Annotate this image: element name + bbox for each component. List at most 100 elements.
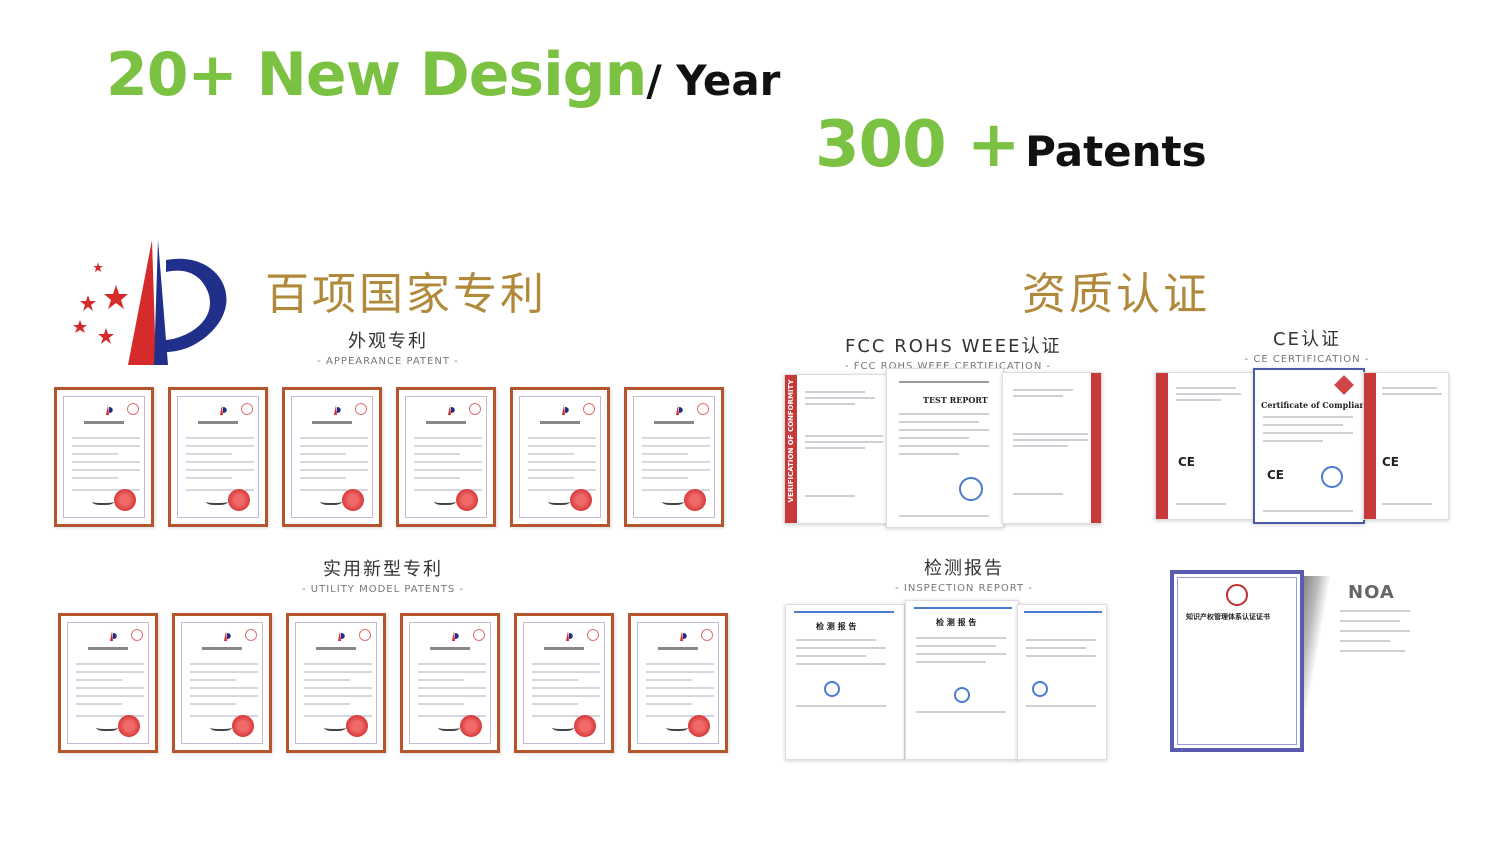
signature-mark <box>320 497 342 505</box>
national-emblem-icon <box>334 405 341 415</box>
appearance-patent-certificates <box>54 387 724 527</box>
signature-mark <box>210 723 232 731</box>
headline-new-design: 20+ New Design/ Year <box>106 40 780 110</box>
ce-documents: CE Certificate of Compliance CE CE <box>1155 366 1450 526</box>
corner-stamp-icon <box>355 403 367 415</box>
national-emblem-icon <box>452 631 459 641</box>
fcc-heading: FCC ROHS WEEE认证 - FCC ROHS WEEE CERTIFIC… <box>845 332 1062 372</box>
inspection-report-2: 检 测 报 告 <box>905 600 1019 760</box>
ce-mark-icon-3: CE <box>1382 455 1400 469</box>
red-seal-icon <box>688 715 710 737</box>
certification-section-title: 资质认证 <box>1022 269 1210 320</box>
headline-patents: 300 + Patents <box>815 108 1207 182</box>
corner-stamp-icon <box>241 403 253 415</box>
inspection-documents: 检 测 报 告 检 测 报 告 <box>785 600 1107 764</box>
corner-stamp-icon <box>701 629 713 641</box>
patents-suffix: Patents <box>1025 127 1207 176</box>
inspection-report-1: 检 测 报 告 <box>785 604 905 760</box>
patent-certificate <box>514 613 614 753</box>
patent-certificate <box>628 613 728 753</box>
fcc-test-report-doc: TEST REPORT <box>886 368 1004 528</box>
fcc-zh: FCC ROHS WEEE认证 <box>845 336 1062 357</box>
inspection-cnas-icon <box>824 681 840 697</box>
patent-certificate <box>54 387 154 527</box>
corner-stamp-icon <box>127 403 139 415</box>
national-emblem-icon <box>676 405 683 415</box>
inspection-zh: 检测报告 <box>924 558 1004 579</box>
national-emblem-icon <box>566 631 573 641</box>
fcc-verification-doc-2 <box>1002 372 1102 524</box>
signature-mark <box>434 497 456 505</box>
verification-band-text: VERIFICATION OF CONFORMITY <box>787 379 795 503</box>
appearance-patent-heading: 外观专利 - APPEARANCE PATENT - <box>288 327 488 367</box>
red-seal-icon <box>570 489 592 511</box>
new-design-suffix: / Year <box>646 56 781 105</box>
national-emblem-icon <box>220 405 227 415</box>
corner-stamp-icon <box>473 629 485 641</box>
patent-certificate <box>282 387 382 527</box>
ce-en: - CE CERTIFICATION - <box>1244 354 1370 365</box>
ce-verification-doc: CE <box>1155 372 1255 520</box>
red-seal-icon <box>342 489 364 511</box>
compliance-title: Certificate of Compliance <box>1261 400 1365 410</box>
patents-highlight: 300 + <box>815 108 1020 182</box>
iso-logo-icon <box>1226 584 1248 606</box>
ce-verification-doc-2: CE <box>1363 372 1449 520</box>
fcc-en: - FCC ROHS WEEE CERTIFICATION - <box>845 361 1052 372</box>
ce-mark-icon: CE <box>1178 455 1196 469</box>
national-emblem-icon <box>680 631 687 641</box>
utility-patent-en: - UTILITY MODEL PATENTS - <box>302 584 464 595</box>
utility-patent-zh: 实用新型专利 <box>323 559 443 580</box>
patent-certificate <box>172 613 272 753</box>
red-seal-icon <box>228 489 250 511</box>
appearance-patent-en: - APPEARANCE PATENT - <box>317 356 459 367</box>
corner-stamp-icon <box>245 629 257 641</box>
compliance-logo-icon <box>1334 375 1354 395</box>
inspection-report-3 <box>1017 604 1107 760</box>
patent-office-logo-icon <box>73 240 227 365</box>
signature-mark <box>206 497 228 505</box>
utility-patent-certificates <box>58 613 728 753</box>
national-emblem-icon <box>338 631 345 641</box>
patent-certificate <box>58 613 158 753</box>
inspection-cnas-icon-2 <box>954 687 970 703</box>
national-emblem-icon <box>110 631 117 641</box>
signature-mark <box>438 723 460 731</box>
ce-seal-icon <box>1321 466 1343 488</box>
corner-stamp-icon <box>697 403 709 415</box>
corner-stamp-icon <box>587 629 599 641</box>
fcc-documents: VERIFICATION OF CONFORMITY TEST REPORT <box>784 368 1104 528</box>
management-system-certificates: NOA 知识产权管理体系认证证书 <box>1170 570 1430 752</box>
patent-certificate <box>510 387 610 527</box>
new-design-highlight: 20+ New Design <box>106 40 647 110</box>
patent-certificate <box>396 387 496 527</box>
fcc-verification-doc: VERIFICATION OF CONFORMITY <box>784 374 889 524</box>
ce-mark-icon-2: CE <box>1267 468 1285 482</box>
patent-certificate <box>168 387 268 527</box>
inspection-heading: 检测报告 - INSPECTION REPORT - <box>864 554 1064 594</box>
ce-compliance-doc: Certificate of Compliance CE <box>1253 368 1365 524</box>
signature-mark <box>662 497 684 505</box>
red-seal-icon <box>574 715 596 737</box>
national-emblem-icon <box>106 405 113 415</box>
appearance-patent-zh: 外观专利 <box>348 331 428 352</box>
inspection-cnas-icon-3 <box>1032 681 1048 697</box>
red-seal-icon <box>456 489 478 511</box>
national-emblem-icon <box>562 405 569 415</box>
national-emblem-icon <box>448 405 455 415</box>
ce-zh: CE认证 <box>1273 329 1341 350</box>
ce-heading: CE认证 - CE CERTIFICATION - <box>1207 325 1407 365</box>
signature-mark <box>552 723 574 731</box>
red-seal-icon <box>118 715 140 737</box>
noa-certificate: NOA <box>1300 576 1426 748</box>
signature-mark <box>666 723 688 731</box>
patent-certificate <box>624 387 724 527</box>
inspection-report-2-heading: 检 测 报 告 <box>936 617 977 627</box>
corner-stamp-icon <box>131 629 143 641</box>
iso-title: 知识产权管理体系认证证书 <box>1186 612 1270 621</box>
utility-patent-heading: 实用新型专利 - UTILITY MODEL PATENTS - <box>283 555 483 595</box>
inspection-report-1-heading: 检 测 报 告 <box>816 621 857 631</box>
patent-certificate <box>286 613 386 753</box>
patent-certificate <box>400 613 500 753</box>
national-emblem-icon <box>224 631 231 641</box>
